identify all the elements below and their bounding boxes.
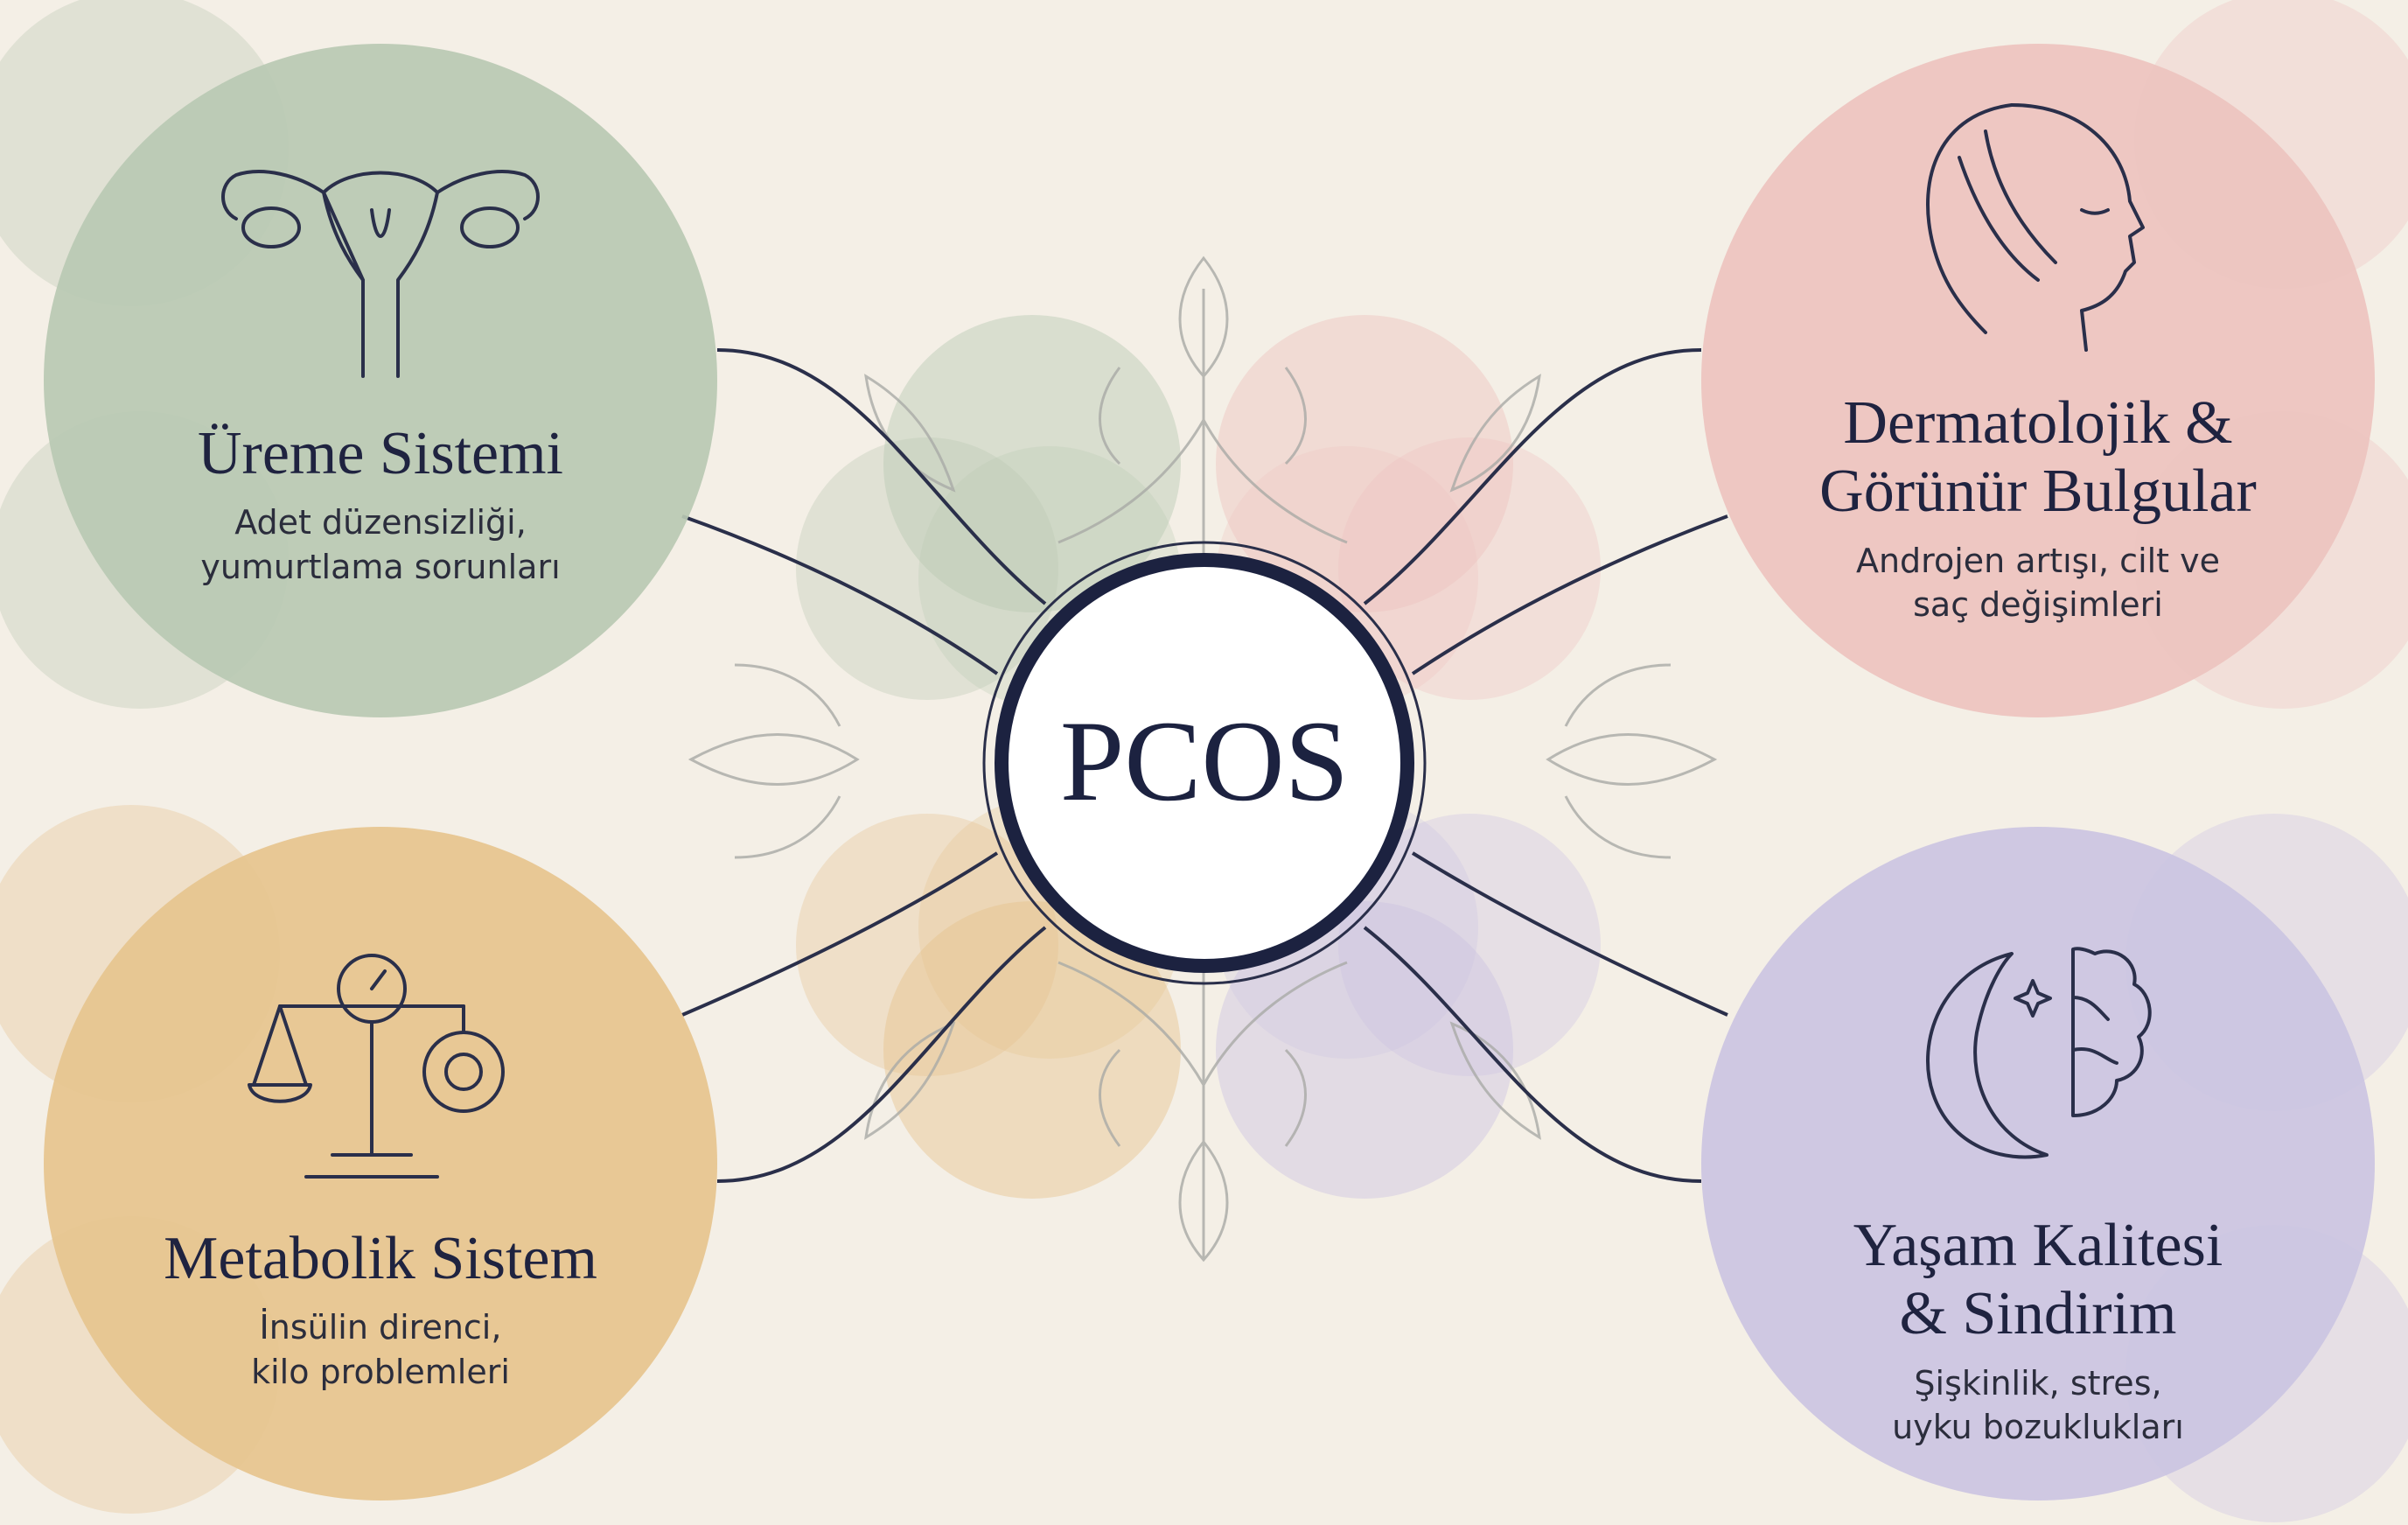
connector-reproductive-b <box>681 514 999 675</box>
desc-line: İnsülin direnci, <box>259 1308 502 1347</box>
center-label: PCOS <box>1059 696 1350 825</box>
node-circle-quality <box>1701 827 2375 1501</box>
desc-line: Şişkinlik, stres, <box>1914 1363 2162 1403</box>
connector-quality-a <box>1411 851 1728 1017</box>
desc-line: Adet düzensizliği, <box>234 503 527 542</box>
node-title-dermatologic: Dermatolojik & Görünür Bulgular <box>1719 389 2357 527</box>
node-title-reproductive: Üreme Sistemi <box>198 420 563 487</box>
node-quality: Yaşam Kalitesi & Sindirim Şişkinlik, str… <box>1719 1212 2357 1449</box>
desc-line: Androjen artışı, cilt ve <box>1855 541 2221 580</box>
desc-line: saç değişimleri <box>1913 584 2163 624</box>
node-desc-quality: Şişkinlik, stres, uyku bozuklukları <box>1719 1361 2357 1449</box>
node-desc-reproductive: Adet düzensizliği, yumurtlama sorunları <box>70 500 691 588</box>
node-circle-metabolic <box>44 827 717 1501</box>
connector-metabolic-a <box>681 851 999 1017</box>
desc-line: kilo problemleri <box>251 1352 510 1391</box>
balance-scale-gauge-icon <box>248 954 505 1179</box>
center-hub <box>982 541 1427 985</box>
connector-metabolic-b <box>716 926 1047 1183</box>
title-line: Görünür Bulgular <box>1819 458 2257 526</box>
node-dermatologic: Dermatolojik & Görünür Bulgular Androjen… <box>1719 389 2357 626</box>
woman-profile-icon <box>1926 103 2145 352</box>
node-circle-reproductive <box>44 44 717 717</box>
connector-quality-b <box>1363 926 1702 1183</box>
node-title-quality: Yaşam Kalitesi & Sindirim <box>1719 1212 2357 1349</box>
node-circles <box>44 44 2375 1501</box>
title-line: Yaşam Kalitesi <box>1853 1212 2223 1279</box>
node-desc-dermatologic: Androjen artışı, cilt ve saç değişimleri <box>1719 539 2357 626</box>
desc-line: yumurtlama sorunları <box>200 547 561 586</box>
title-line: Dermatolojik & <box>1843 389 2233 457</box>
desc-line: uyku bozuklukları <box>1892 1407 2184 1446</box>
node-circle-dermatologic <box>1701 44 2375 717</box>
moon-brain-icon <box>1926 947 2152 1159</box>
title-line: & Sindirim <box>1899 1280 2177 1348</box>
node-reproductive: Üreme Sistemi Adet düzensizliği, yumurtl… <box>70 420 691 589</box>
uterus-icon <box>221 170 540 378</box>
node-metabolic: Metabolik Sistem İnsülin direnci, kilo p… <box>70 1225 691 1394</box>
node-desc-metabolic: İnsülin direnci, kilo problemleri <box>70 1305 691 1393</box>
connector-dermatologic-a <box>1363 348 1702 605</box>
connector-dermatologic-b <box>1411 514 1728 675</box>
connector-reproductive-a <box>716 348 1047 605</box>
connector-lines <box>681 348 1728 1183</box>
node-title-metabolic: Metabolik Sistem <box>164 1225 597 1292</box>
